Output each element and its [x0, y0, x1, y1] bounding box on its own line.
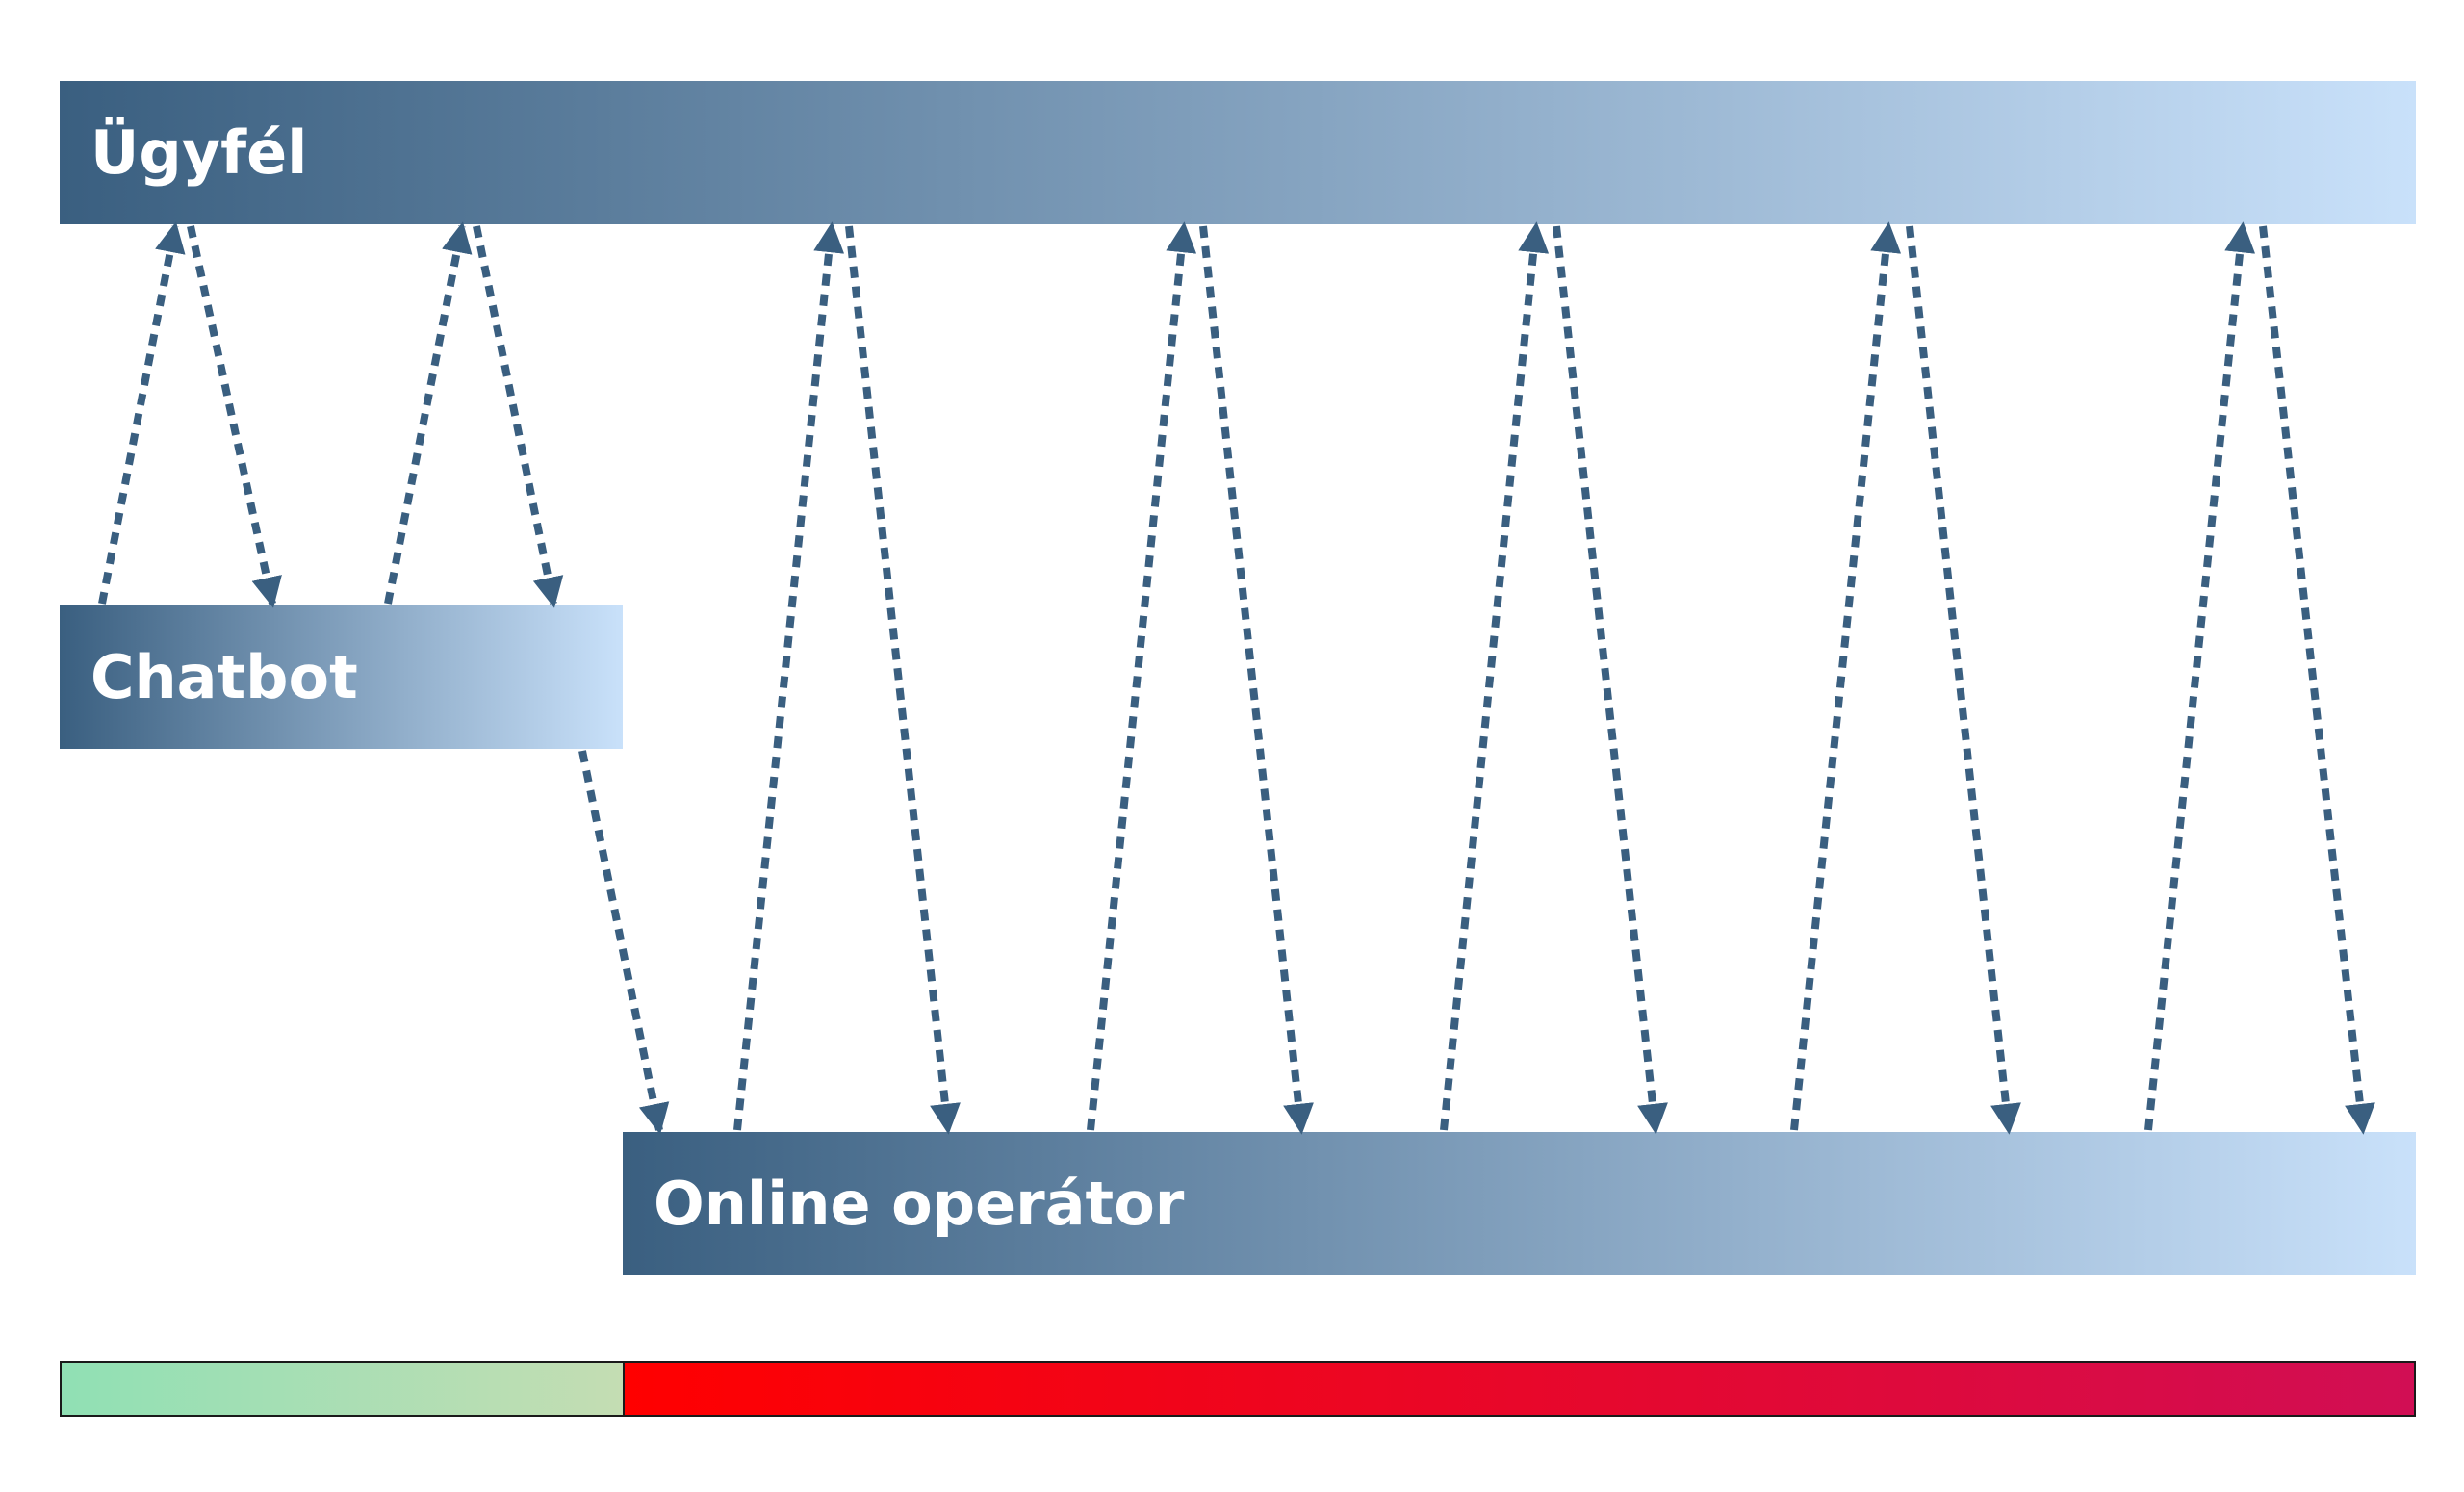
lane-operator: Online operátor: [623, 1132, 2416, 1275]
arrow-chatbot-to-customer: [98, 221, 186, 605]
arrow-customer-to-operator: [1906, 225, 2021, 1135]
arrow-customer-to-operator: [1199, 225, 1314, 1135]
arrow-customer-to-operator: [2259, 225, 2375, 1135]
phase-bar-chatbot: [60, 1361, 624, 1417]
arrow-customer-to-operator: [845, 225, 961, 1135]
lane-customer: Ügyfél: [60, 81, 2416, 224]
lane-operator-label: Online operátor: [654, 1169, 1185, 1239]
arrow-customer-to-chatbot: [187, 225, 282, 608]
arrow-chatbot-to-operator: [578, 750, 670, 1135]
lane-chatbot: Chatbot: [60, 605, 623, 749]
arrow-operator-to-customer: [733, 221, 845, 1131]
arrow-chatbot-to-customer: [384, 221, 473, 605]
phase-bar-operator: [623, 1361, 2416, 1417]
arrow-customer-to-operator: [1553, 225, 1668, 1135]
arrow-customer-to-chatbot: [473, 225, 564, 608]
arrow-operator-to-customer: [1440, 221, 1550, 1131]
lane-chatbot-label: Chatbot: [90, 642, 358, 712]
lane-customer-label: Ügyfél: [90, 117, 308, 188]
arrow-operator-to-customer: [1790, 221, 1902, 1131]
arrow-operator-to-customer: [1087, 221, 1197, 1131]
arrow-operator-to-customer: [2144, 221, 2256, 1131]
